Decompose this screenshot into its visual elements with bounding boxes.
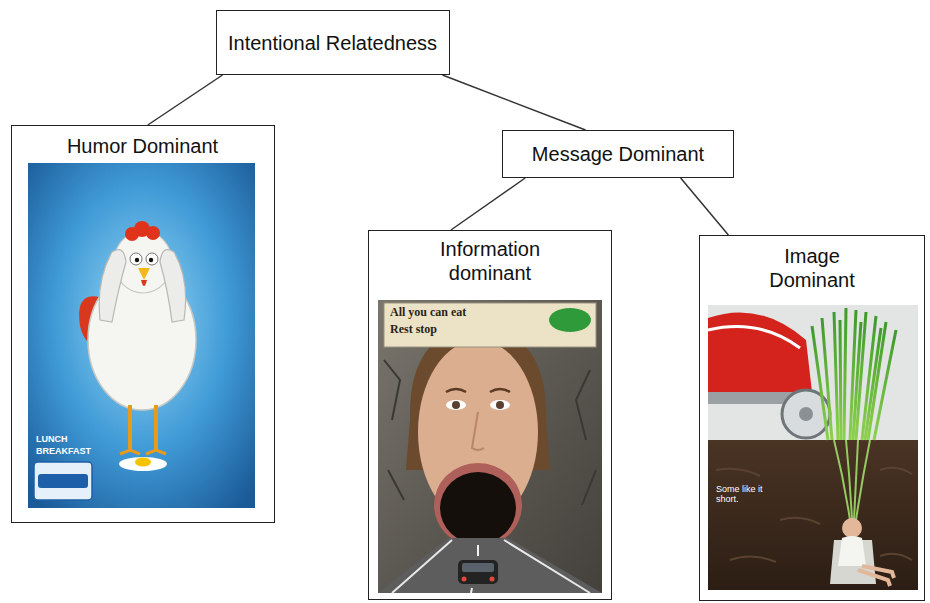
lawnmower-poster bbox=[708, 305, 918, 590]
chicken-poster bbox=[28, 163, 255, 508]
box-heading: Message Dominant bbox=[532, 142, 704, 166]
box-heading: Image Dominant bbox=[752, 244, 872, 292]
box-heading: Intentional Relatedness bbox=[228, 31, 437, 55]
poster-text: Rest stop bbox=[390, 323, 437, 337]
poster-text: BREAKFAST bbox=[36, 446, 91, 456]
subcategory-box: Information dominant bbox=[368, 230, 612, 600]
root-box: Intentional Relatedness bbox=[216, 10, 450, 75]
poster-text: All you can eat bbox=[390, 306, 466, 320]
poster-text: Some like it short. bbox=[716, 484, 778, 505]
poster-text: LUNCH bbox=[36, 434, 68, 444]
category-box: Humor Dominant bbox=[11, 125, 275, 523]
box-heading: Humor Dominant bbox=[23, 134, 263, 158]
category-box: Message Dominant bbox=[502, 130, 734, 178]
tree-connector bbox=[451, 178, 525, 230]
box-heading: Information dominant bbox=[415, 237, 565, 285]
tree-connector bbox=[442, 75, 585, 130]
tree-connector bbox=[148, 75, 223, 125]
subcategory-box: Image Dominant bbox=[699, 235, 925, 601]
tree-connector bbox=[681, 178, 729, 235]
tunnel-poster bbox=[378, 300, 602, 593]
